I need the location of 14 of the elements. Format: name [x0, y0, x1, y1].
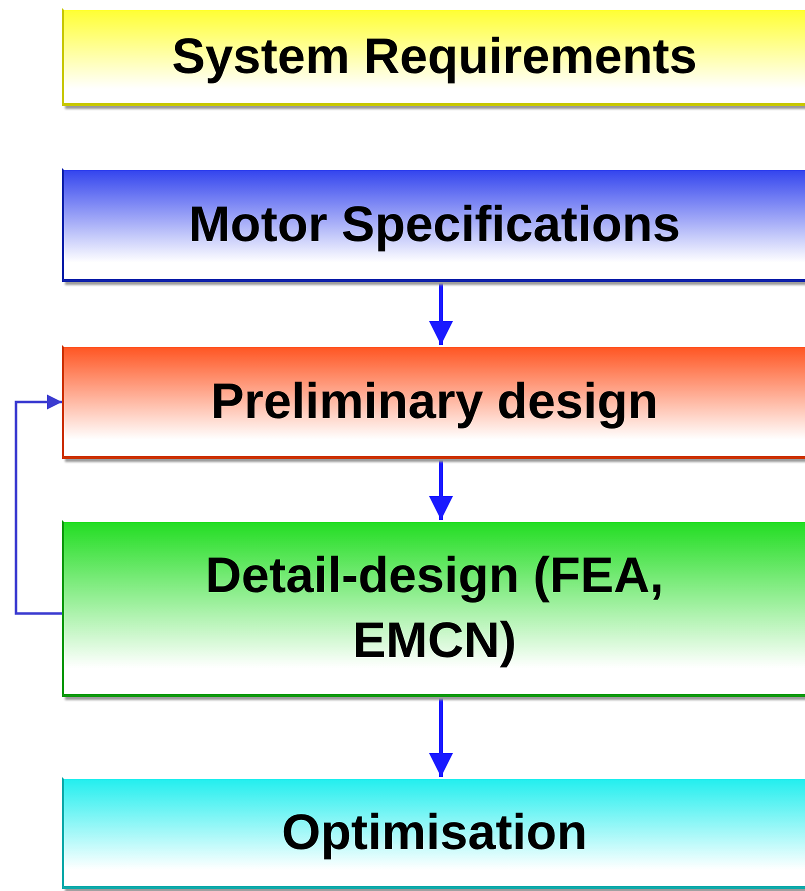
box-label: Detail-design (FEA, EMCN) — [204, 546, 664, 670]
arrow — [429, 459, 453, 520]
box-label: Motor Specifications — [188, 195, 680, 254]
box-label: Optimisation — [282, 803, 588, 862]
box-label: System Requirements — [172, 27, 698, 86]
process-box — [62, 168, 805, 282]
process-box — [62, 777, 805, 889]
process-box — [62, 8, 805, 106]
arrow — [429, 282, 453, 345]
process-box — [62, 345, 805, 459]
process-box — [62, 520, 805, 697]
arrow — [429, 697, 453, 777]
box-label: Preliminary design — [210, 372, 658, 431]
arrow — [14, 394, 62, 615]
